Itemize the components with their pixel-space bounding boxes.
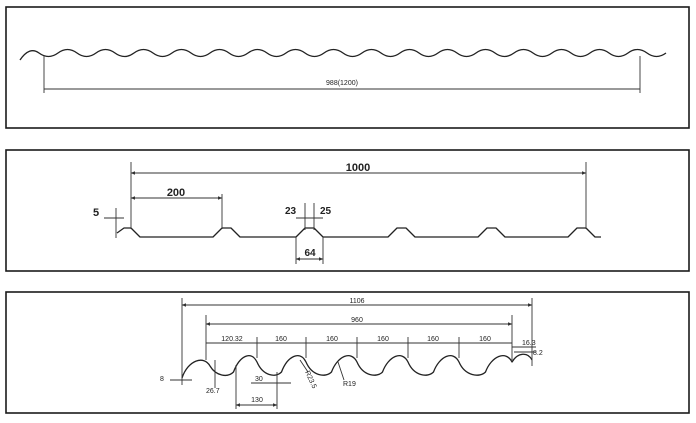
panel-tile-profile: 1106 960 120.32 160 160 160 160 160 16.3… xyxy=(5,291,690,414)
width-dimension-label: 988(1200) xyxy=(326,80,358,87)
top-flat-label: 25 xyxy=(320,206,332,217)
panel-frame xyxy=(5,291,690,414)
pitch-label: 160 xyxy=(479,336,491,343)
left-height-label: 8 xyxy=(160,376,164,383)
radius-leader-line xyxy=(299,359,309,373)
bottom-width-label: 64 xyxy=(304,248,316,259)
panel-trapezoidal-profile: 1000 200 5 23 25 64 xyxy=(5,149,690,272)
cover-width-label: 960 xyxy=(351,317,363,324)
pitch-label: 160 xyxy=(427,336,439,343)
corrugated-wave-profile xyxy=(19,48,667,61)
top-width-label: 23 xyxy=(285,206,297,217)
first-pitch-label: 120.32 xyxy=(221,336,243,343)
overall-width-label: 1106 xyxy=(349,298,364,305)
height-label: 5 xyxy=(93,207,99,219)
panel-frame xyxy=(5,149,690,272)
wave-width-label: 130 xyxy=(251,397,263,404)
gap-label: 30 xyxy=(255,376,263,383)
edge-height-label: 8.2 xyxy=(533,350,543,357)
panel-corrugated-profile: 988(1200) xyxy=(5,6,690,129)
panel-frame xyxy=(5,6,690,129)
pitch-label: 160 xyxy=(377,336,389,343)
pitch-label: 160 xyxy=(326,336,338,343)
tile-wave-profile xyxy=(181,353,533,379)
edge-width-label: 16.3 xyxy=(522,340,536,347)
pitch-label: 160 xyxy=(275,336,287,343)
trapezoidal-profile-line xyxy=(116,227,601,238)
depth-label: 26.7 xyxy=(206,388,220,395)
pitch-label: 200 xyxy=(167,187,185,199)
radius-label: R19 xyxy=(343,381,356,388)
radius-leader-line xyxy=(337,361,345,381)
overall-width-label: 1000 xyxy=(346,162,370,174)
